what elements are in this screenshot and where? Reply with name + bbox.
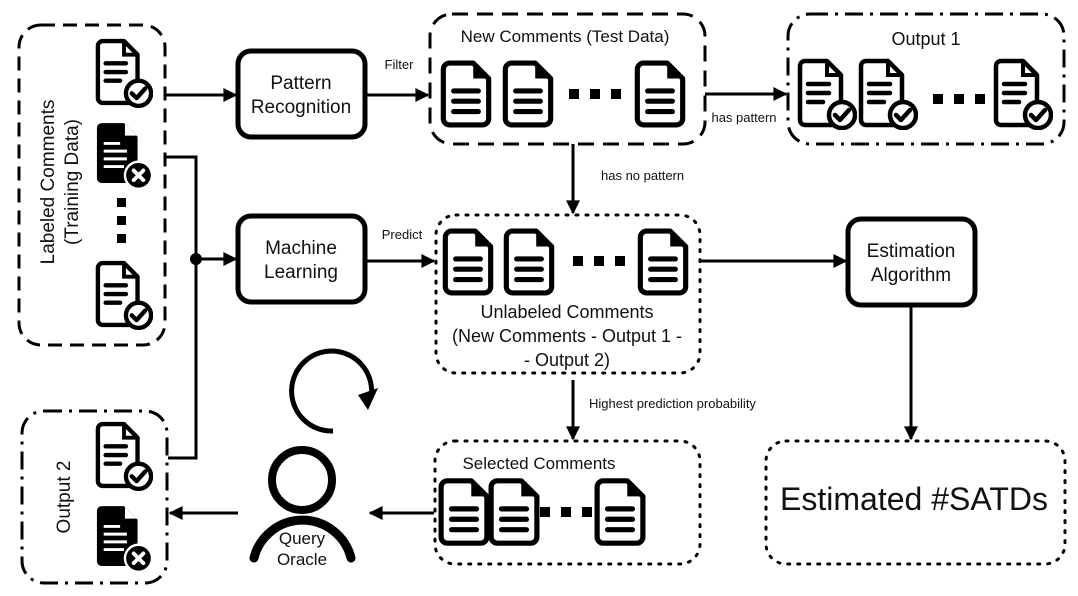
document-icon [505, 63, 550, 125]
estimation-algorithm-line1: Estimation [867, 241, 956, 262]
edge-training-to-junction [166, 155, 198, 460]
pattern-recognition-line2: Recognition [251, 97, 351, 118]
estimation-algorithm-line2: Algorithm [871, 265, 951, 286]
unlabeled-comments-line2: (New Comments - Output 1 - [452, 326, 682, 346]
vertical-ellipsis-icon [117, 198, 126, 243]
unlabeled-comments-line1: Unlabeled Comments [480, 302, 653, 322]
edge-highest-probability-label: Highest prediction probability [589, 396, 756, 411]
estimation-algorithm-box [845, 216, 978, 308]
oracle-label-line1: Query [279, 529, 326, 548]
document-check-icon [996, 61, 1051, 128]
document-icon [445, 231, 490, 293]
pattern-recognition-box [235, 48, 368, 140]
new-comments-container [428, 12, 707, 146]
document-icon [441, 481, 487, 543]
document-check-icon [98, 263, 151, 328]
document-reject-icon [95, 504, 153, 573]
machine-learning-line2: Learning [264, 262, 338, 283]
selected-comments-container [433, 439, 702, 566]
selected-comments-title: Selected Comments [462, 454, 615, 473]
oracle-user-icon [249, 446, 356, 563]
document-check-icon [861, 61, 916, 128]
document-reject-icon [95, 121, 153, 190]
edge-filter-label: Filter [385, 57, 415, 72]
new-comments-title: New Comments (Test Data) [461, 27, 670, 46]
edge-predict-label: Predict [382, 227, 423, 242]
horizontal-ellipsis-icon [573, 256, 625, 266]
output2-label: Output 2 [54, 461, 75, 534]
loop-arrow-icon [289, 348, 378, 434]
document-icon [597, 481, 643, 543]
estimated-satds-container [764, 439, 1067, 566]
output2-container [20, 409, 169, 585]
document-check-icon [98, 424, 151, 489]
edge-has-no-pattern-label: has no pattern [601, 168, 684, 183]
training-data-label: Labeled Comments (Training Data) [38, 100, 83, 265]
estimated-satds-title: Estimated #SATDs [780, 481, 1048, 517]
training-data-label-line1: Labeled Comments [38, 100, 59, 265]
output2-title: Output 2 [54, 461, 75, 534]
machine-learning-box [235, 213, 368, 305]
document-icon [506, 231, 551, 293]
unlabeled-comments-container [434, 213, 702, 375]
training-data-container [17, 23, 167, 347]
document-icon [640, 231, 685, 293]
training-data-label-line2: (Training Data) [62, 119, 83, 245]
horizontal-ellipsis-icon [933, 94, 985, 104]
machine-learning-line1: Machine [265, 238, 337, 259]
document-check-icon [800, 61, 855, 128]
pattern-recognition-line1: Pattern [270, 73, 331, 94]
output1-title: Output 1 [891, 29, 960, 49]
oracle-label-line2: Oracle [277, 550, 327, 569]
horizontal-ellipsis-icon [540, 507, 592, 517]
output1-container [786, 12, 1066, 146]
unlabeled-comments-line3: - Output 2) [524, 350, 610, 370]
horizontal-ellipsis-icon [569, 89, 621, 99]
document-icon [637, 63, 682, 125]
document-check-icon [98, 41, 151, 106]
document-icon [491, 481, 537, 543]
edge-has-pattern-label: has pattern [711, 110, 776, 125]
document-icon [443, 63, 488, 125]
